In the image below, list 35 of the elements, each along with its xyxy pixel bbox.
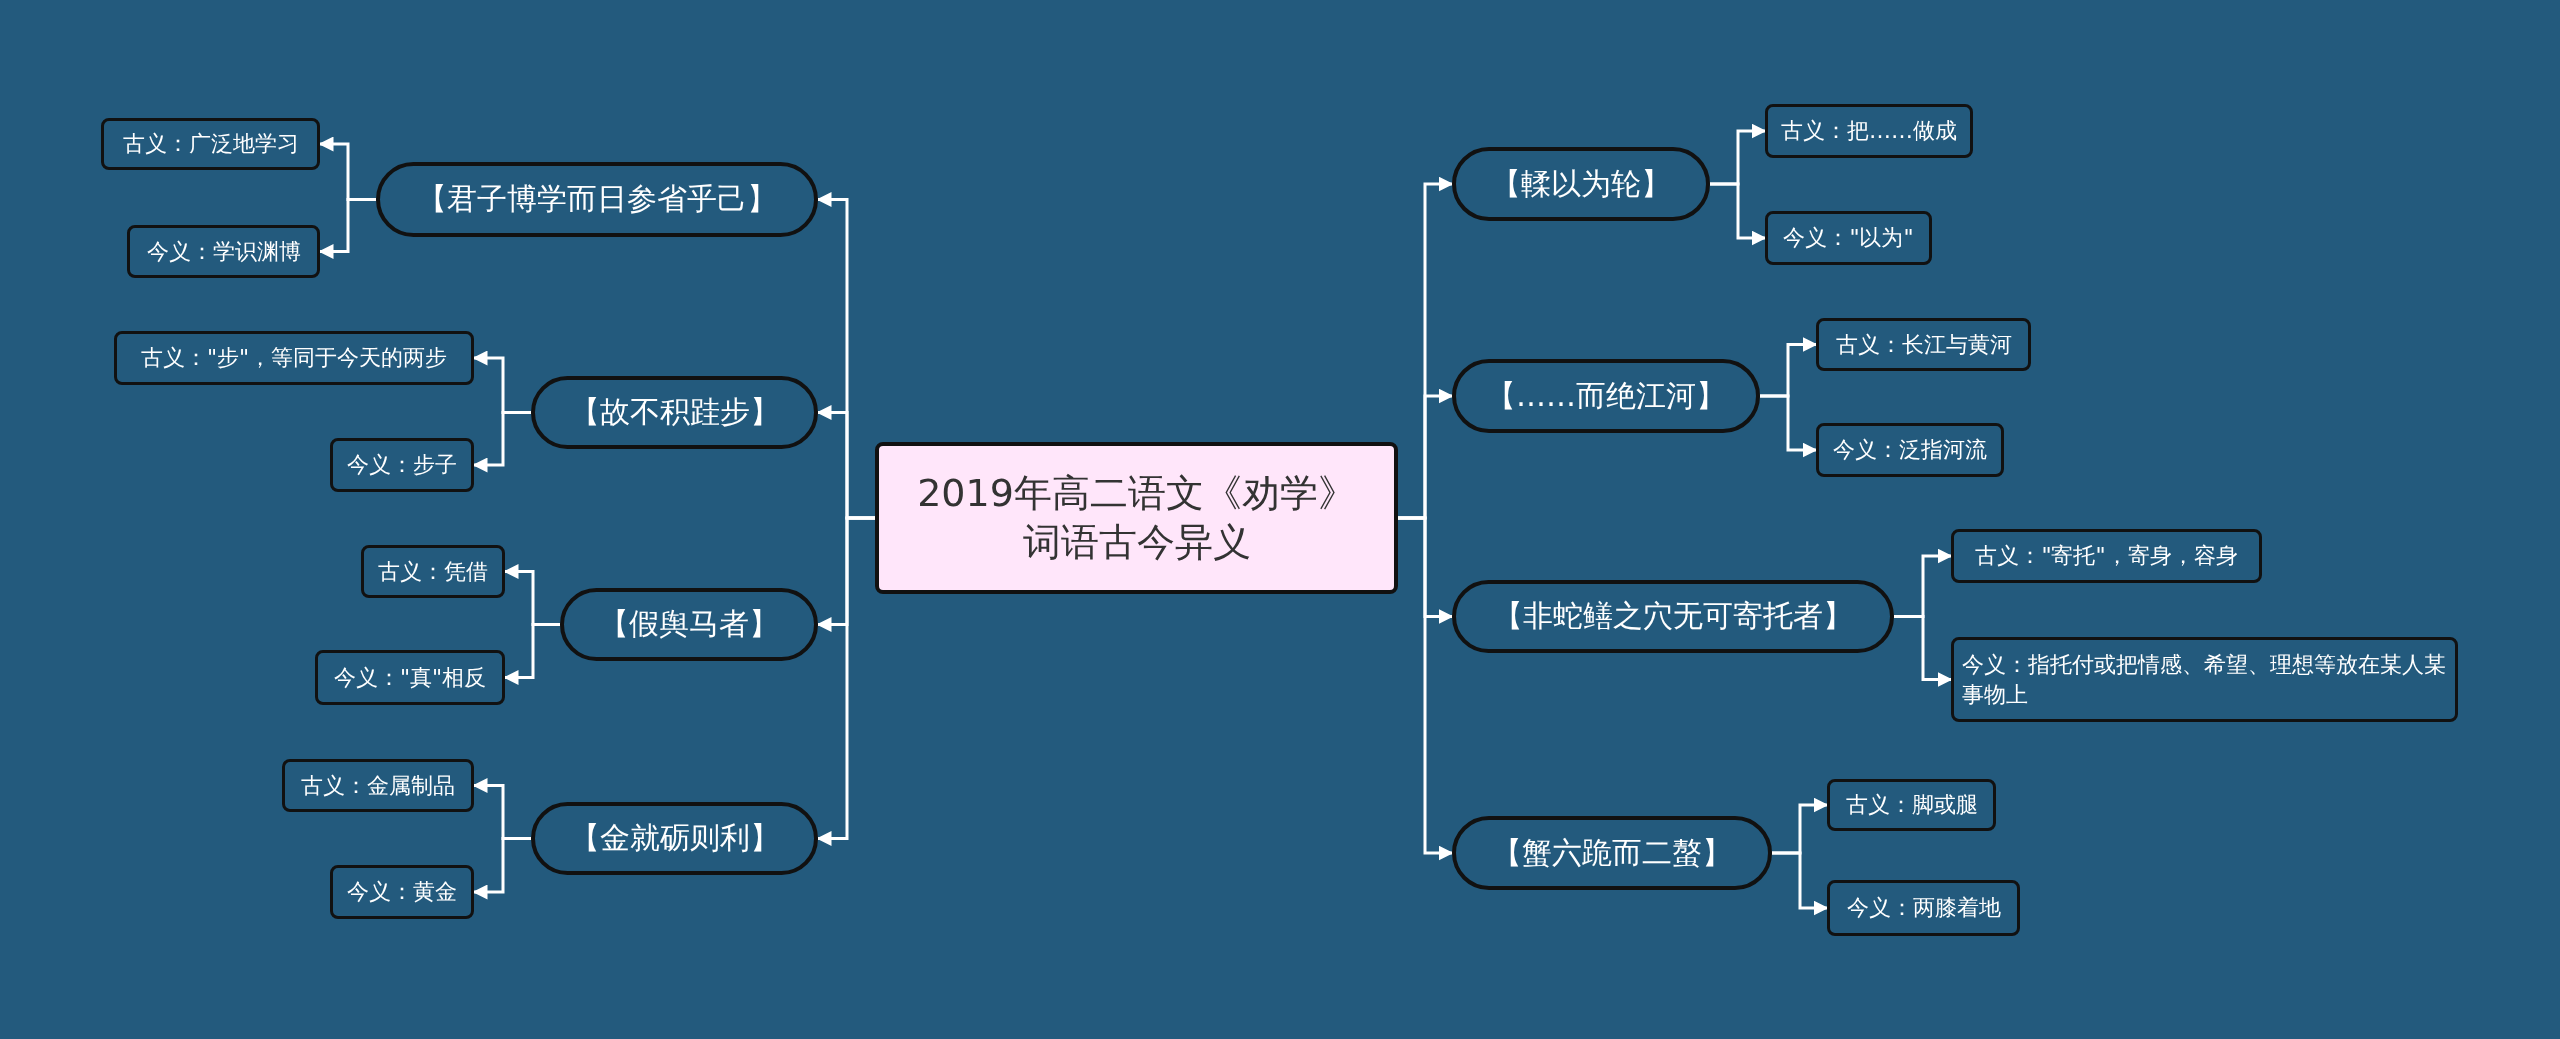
- topic-pill: 【輮以为轮】: [1452, 147, 1710, 221]
- topic-pill: 【故不积跬步】: [531, 376, 818, 449]
- connector-arrow: [503, 623, 560, 685]
- connector-arrow: [816, 516, 875, 846]
- meaning-box: 古义：脚或腿: [1827, 779, 1996, 831]
- meaning-box: 今义："真"相反: [315, 650, 505, 705]
- meaning-box: 古义：把……做成: [1765, 104, 1973, 158]
- topic-pill: 【非蛇鳝之穴无可寄托者】: [1452, 580, 1894, 653]
- meaning-box: 今义：步子: [330, 438, 474, 492]
- connector-arrow: [318, 198, 376, 259]
- meaning-box: 今义：两膝着地: [1827, 880, 2020, 936]
- meaning-box: 今义：指托付或把情感、希望、理想等放在某人某事物上: [1951, 637, 2458, 722]
- connector-arrow: [1760, 394, 1818, 458]
- connector-arrow: [472, 837, 531, 900]
- meaning-box: 古义：广泛地学习: [101, 118, 320, 170]
- meaning-box: 今义："以为": [1765, 211, 1932, 265]
- connector-arrow: [1772, 851, 1829, 916]
- topic-pill: 【君子博学而日参省乎己】: [376, 162, 818, 237]
- meaning-box: 古义：金属制品: [282, 759, 474, 812]
- central-topic-box: 2019年高二语文《劝学》词语古今异义: [875, 442, 1398, 594]
- connector-arrow: [1894, 615, 1953, 687]
- meaning-box: 古义："寄托"，寄身，容身: [1951, 529, 2262, 583]
- connector-arrow: [1398, 516, 1454, 861]
- meaning-box: 古义：长江与黄河: [1816, 318, 2031, 371]
- topic-pill: 【金就砺则利】: [531, 802, 818, 875]
- meaning-box: 今义：学识渊博: [127, 225, 320, 278]
- meaning-box: 今义：泛指河流: [1816, 423, 2004, 477]
- connector-arrow: [472, 411, 531, 473]
- topic-pill: 【假舆马者】: [560, 588, 818, 661]
- topic-pill: 【……而绝江河】: [1452, 359, 1760, 433]
- meaning-box: 今义：黄金: [330, 865, 474, 919]
- connector-arrow: [1710, 182, 1767, 246]
- meaning-box: 古义："步"，等同于今天的两步: [114, 331, 474, 385]
- topic-pill: 【蟹六跪而二螯】: [1452, 816, 1772, 890]
- meaning-box: 古义：凭借: [361, 545, 505, 598]
